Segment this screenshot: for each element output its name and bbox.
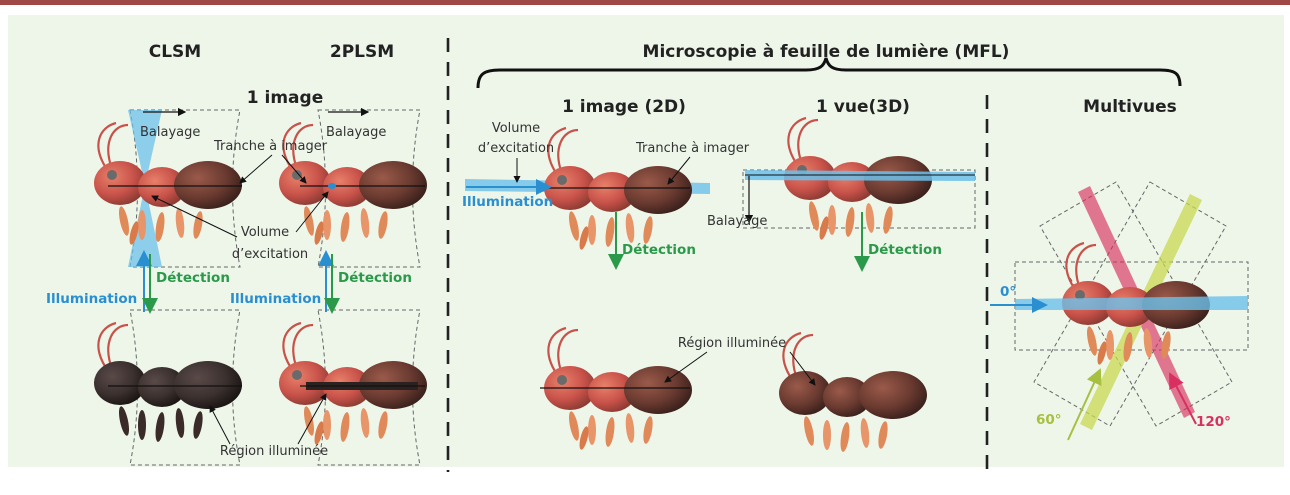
- header-clsm: CLSM: [149, 42, 201, 62]
- clsm-balayage-label: Balayage: [140, 125, 200, 140]
- mfl-2d-detection-label: Détection: [622, 242, 696, 258]
- angle-120-label: 120°: [1196, 414, 1231, 430]
- header-multivues: Multivues: [1083, 97, 1177, 117]
- header-1-image: 1 image: [247, 88, 323, 108]
- clsm-illumination-label: Illumination: [46, 291, 137, 307]
- header-1-image-2d: 1 image (2D): [562, 97, 686, 117]
- volume-label-line2: d’excitation: [232, 247, 308, 262]
- twoplsm-balayage-label: Balayage: [326, 125, 386, 140]
- mfl-2d-tranche-label: Tranche à imager: [635, 141, 750, 156]
- twoplsm-detection-label: Détection: [338, 270, 412, 286]
- angle-60-label: 60°: [1036, 412, 1062, 428]
- twoplsm-illumination-label: Illumination: [230, 291, 321, 307]
- top-rule: [0, 0, 1290, 5]
- mfl-2d-volume-line1: Volume: [492, 121, 540, 136]
- header-1-vue-3d: 1 vue(3D): [816, 97, 910, 117]
- angle-0-label: 0°: [1000, 284, 1016, 300]
- mfl-2d-volume-line2: d’excitation: [478, 141, 554, 156]
- mfl-region-label: Région illuminée: [678, 336, 786, 351]
- header-2plsm: 2PLSM: [330, 42, 394, 62]
- clsm-tranche-label: Tranche à imager: [213, 139, 328, 154]
- mfl-3d-balayage-label: Balayage: [707, 214, 767, 229]
- clsm-detection-label: Détection: [156, 270, 230, 286]
- region-label-left: Région illuminée: [220, 444, 328, 459]
- volume-label-line1: Volume: [241, 225, 289, 240]
- mfl-2d-illumination-label: Illumination: [462, 194, 553, 210]
- mfl-3d-detection-label: Détection: [868, 242, 942, 258]
- twoplsm-focal-spot: [328, 183, 336, 189]
